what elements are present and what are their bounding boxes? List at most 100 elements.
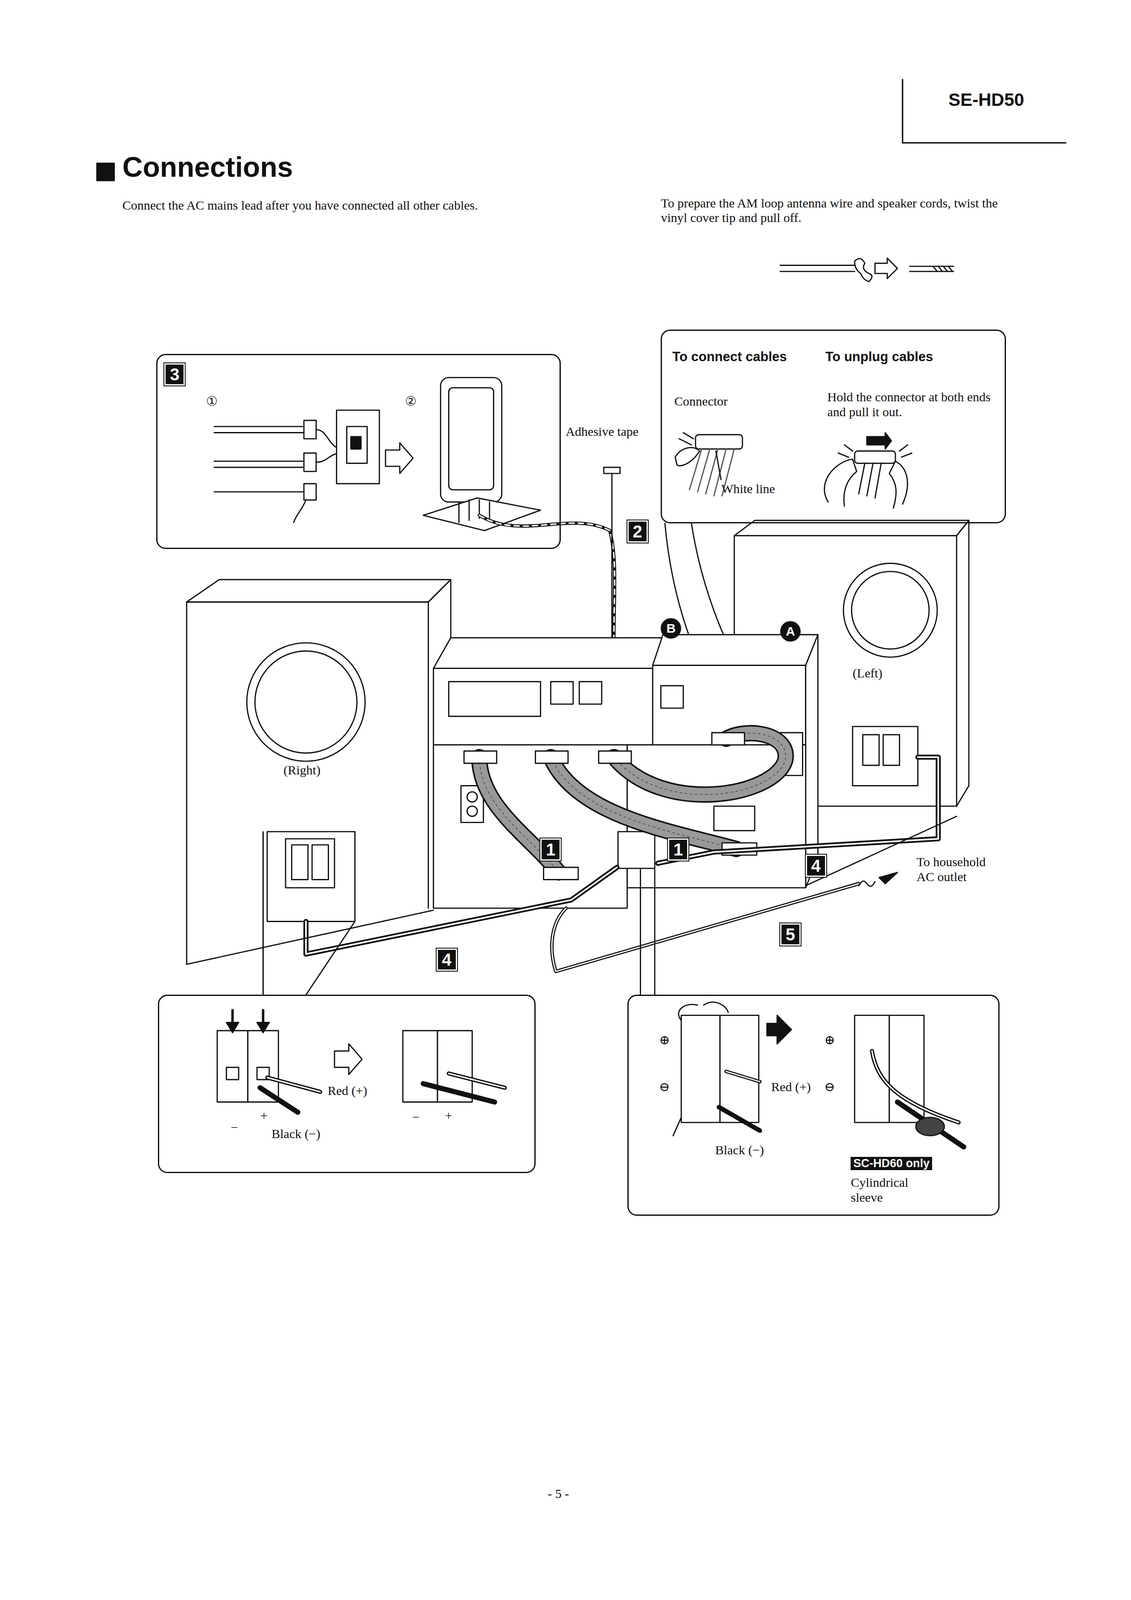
ribbon-cable bbox=[543, 867, 579, 880]
antenna-wire-clip bbox=[346, 426, 368, 464]
wire-prep-icon bbox=[854, 258, 872, 282]
right-speaker bbox=[186, 579, 451, 603]
callout-number: 1 bbox=[667, 838, 689, 861]
antenna-wire-clip bbox=[303, 452, 317, 472]
left-speaker bbox=[851, 571, 930, 650]
caption-text: Cylindrical sleeve bbox=[850, 1174, 927, 1205]
terminal-illustration bbox=[681, 1014, 720, 1123]
leader-line bbox=[306, 921, 356, 995]
terminal-illustration bbox=[217, 1009, 505, 1112]
terminal-illustration bbox=[673, 1002, 964, 1147]
model-tag: SC-HD60 only bbox=[850, 1156, 933, 1170]
caption-text: − bbox=[230, 1119, 239, 1135]
wire-prep-icon bbox=[874, 258, 898, 279]
caption-text: Black (−) bbox=[715, 1142, 764, 1158]
speaker-wire bbox=[306, 757, 939, 954]
unplug-illustration bbox=[866, 432, 892, 449]
terminal-illustration bbox=[448, 1073, 505, 1088]
antenna-wire-clip bbox=[336, 410, 380, 484]
unplug-illustration bbox=[889, 460, 908, 508]
left-speaker bbox=[956, 520, 969, 806]
main-unit bbox=[550, 681, 574, 705]
left-speaker bbox=[883, 734, 900, 766]
caption-text: + bbox=[260, 1107, 268, 1123]
terminal-panel: ⊕⊖Red (+)Black (−)⊕⊖SC-HD60 onlyCylindri… bbox=[627, 994, 1000, 1216]
terminal-illustration bbox=[673, 1002, 729, 1136]
main-unit bbox=[660, 685, 684, 709]
speaker: (Left) bbox=[734, 535, 957, 806]
right-speaker bbox=[285, 838, 335, 888]
cable-panel: To connect cablesTo unplug cablesConnect… bbox=[660, 329, 1006, 524]
right-speaker bbox=[246, 642, 365, 761]
caption-text: ⊖ bbox=[824, 1079, 835, 1095]
adhesive-tape bbox=[603, 467, 621, 474]
left-speaker bbox=[862, 734, 880, 766]
antenna-panel: 3①② bbox=[156, 353, 562, 549]
callout-number: 2 bbox=[627, 520, 648, 543]
caption-text: ① bbox=[206, 393, 218, 409]
callout-number: 5 bbox=[780, 923, 801, 946]
ribbon-cable bbox=[463, 732, 786, 880]
callout-number: 1 bbox=[540, 838, 561, 861]
terminal-illustration bbox=[725, 1071, 760, 1082]
right-speaker bbox=[291, 844, 308, 880]
caption-text: Connect the AC mains lead after you have… bbox=[122, 198, 479, 213]
antenna-wire-clip bbox=[385, 442, 414, 474]
unplug-illustration bbox=[824, 459, 857, 507]
caption-text: Red (+) bbox=[771, 1079, 811, 1095]
loop-antenna bbox=[448, 387, 494, 490]
ribbon-cable bbox=[463, 750, 497, 764]
right-speaker bbox=[186, 601, 429, 965]
caption-text: To household AC outlet bbox=[914, 854, 995, 884]
floor-line bbox=[186, 816, 957, 965]
caption-text: − bbox=[412, 1109, 420, 1125]
ribbon-cable bbox=[711, 732, 745, 745]
caption-text: Connector bbox=[674, 393, 728, 409]
main-unit bbox=[714, 805, 755, 831]
illustration bbox=[96, 79, 1066, 1147]
terminal-illustration bbox=[719, 1106, 761, 1131]
terminal-illustration bbox=[423, 1083, 495, 1102]
ribbon-cable bbox=[535, 750, 569, 764]
heading: Connections bbox=[122, 151, 294, 184]
terminal-illustration bbox=[226, 1022, 269, 1033]
terminal-illustration bbox=[267, 1077, 321, 1092]
main-unit bbox=[448, 681, 541, 717]
ac-cord bbox=[551, 883, 859, 972]
wire-prep-icon bbox=[932, 266, 953, 272]
ac-cord bbox=[551, 872, 898, 972]
main-unit bbox=[617, 831, 655, 869]
loop-antenna bbox=[440, 377, 502, 502]
right-speaker bbox=[186, 579, 451, 965]
terminal-illustration bbox=[915, 1116, 945, 1136]
callout-number: 4 bbox=[805, 854, 827, 877]
connector-illustration bbox=[679, 432, 694, 445]
ac-cord bbox=[858, 880, 875, 887]
panel-heading: To connect cables bbox=[672, 349, 787, 365]
caption-text: ⊖ bbox=[658, 1079, 670, 1095]
antenna-wire-clip bbox=[293, 429, 343, 523]
connector-illustration bbox=[715, 451, 721, 480]
right-speaker bbox=[254, 650, 357, 753]
left-speaker bbox=[843, 562, 938, 657]
terminal-illustration bbox=[719, 1014, 759, 1123]
main-unit bbox=[433, 634, 819, 909]
caption-text: ② bbox=[405, 393, 417, 409]
main-unit bbox=[805, 634, 819, 888]
leader-line bbox=[306, 921, 356, 995]
main-unit bbox=[466, 805, 478, 817]
speaker-wire bbox=[306, 757, 939, 954]
right-speaker bbox=[267, 831, 356, 922]
main-unit bbox=[433, 637, 665, 669]
terminal-illustration bbox=[854, 1014, 890, 1123]
connector-illustration bbox=[695, 434, 743, 449]
terminal-panel: Red (+)+−Black (−)−+ bbox=[157, 994, 536, 1173]
caption-text: + bbox=[444, 1107, 452, 1123]
caption-text: To prepare the AM loop antenna wire and … bbox=[660, 195, 1000, 226]
unplug-illustration bbox=[854, 451, 896, 464]
ac-cord bbox=[551, 883, 859, 972]
unplug-illustration bbox=[824, 432, 913, 508]
left-speaker bbox=[852, 726, 919, 786]
loop-antenna bbox=[423, 377, 541, 531]
leader-line bbox=[640, 869, 655, 995]
